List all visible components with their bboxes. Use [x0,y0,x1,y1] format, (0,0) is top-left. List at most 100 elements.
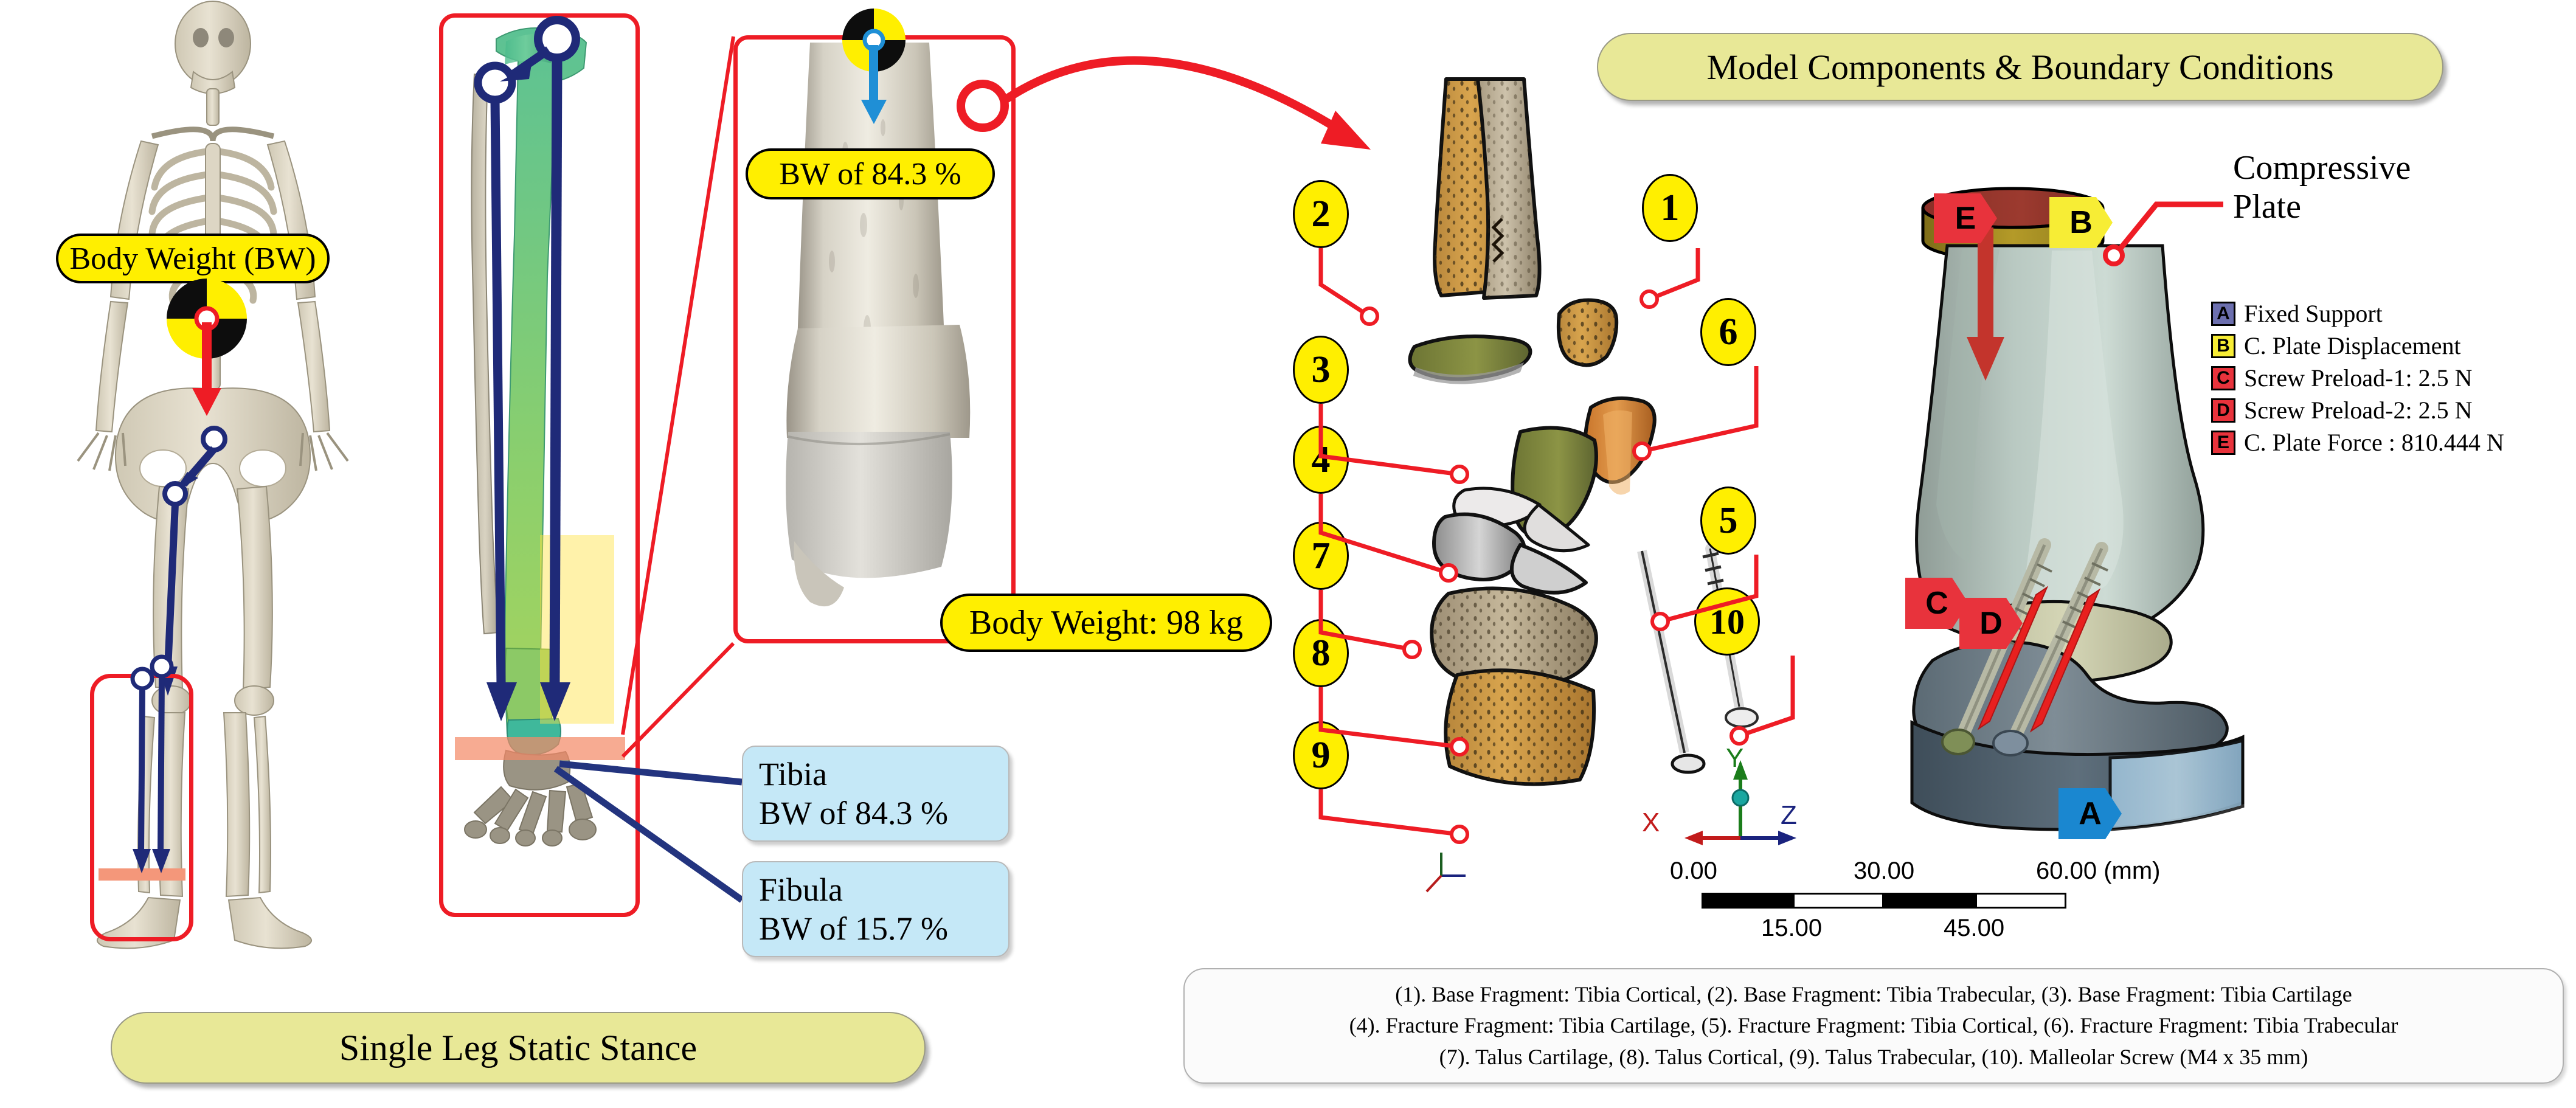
bw-symbol-distal-tibia [816,5,932,145]
callout-7-text: 7 [1311,535,1331,577]
legend-tag-B: B [2217,335,2230,356]
legend-swatch-B: B [2211,333,2235,358]
body-weight-label: Body Weight (BW) [56,234,330,283]
global-coordinate-triad [1666,754,1812,857]
compressive-plate-line2: Plate [2233,188,2301,226]
callout-9: 9 [1293,721,1349,789]
exploded-model-view [1338,77,1824,918]
scale-tick-15: 15.00 [1761,915,1822,942]
legend-label-E: C. Plate Force : 810.444 N [2244,429,2504,456]
legend-swatch-D: D [2211,398,2235,423]
legend-swatch-A: A [2211,301,2235,326]
roi-to-exploded-connector [949,24,1399,182]
compressive-force-arrow [1967,227,2004,381]
fibula-share-box: Fibula BW of 15.7 % [742,861,1009,957]
ankle-section-band-skeleton [99,868,185,881]
bc-tag-A-label: A [2058,788,2122,839]
axis-label-y-text: Y [1726,743,1744,773]
axis-label-x: X [1642,808,1660,838]
callout-8: 8 [1293,619,1349,687]
legend-row-A: A Fixed Support [2211,299,2504,328]
axis-label-z-text: Z [1781,800,1797,830]
left-panel-title-banner: Single Leg Static Stance [111,1012,926,1084]
callout-2-text: 2 [1311,193,1331,235]
bc-tag-E: E [1934,193,1997,243]
tibia-share-value: BW of 84.3 % [759,794,948,831]
callout-4-text: 4 [1311,438,1331,480]
scale-tick-30: 30.00 [1854,857,1914,885]
axis-label-y: Y [1726,743,1743,774]
compressive-plate-line1: Compressive [2233,149,2411,187]
scale-tick-60: 60.00 (mm) [2036,857,2161,885]
legend-row-C: C Screw Preload-1: 2.5 N [2211,364,2504,392]
bw-percent-pill-text: BW of 84.3 % [779,156,961,192]
scale-tick-15-text: 15.00 [1761,915,1823,941]
callout-3-text: 3 [1311,348,1331,390]
scale-tick-45: 45.00 [1944,915,2004,942]
legend-row-E: E C. Plate Force : 810.444 N [2211,428,2504,457]
callout-10: 10 [1694,587,1760,656]
bone-share-leader-lines [547,718,760,937]
legend-label-C: Screw Preload-1: 2.5 N [2244,364,2473,392]
scale-tick-45-text: 45.00 [1944,915,2005,941]
bc-tag-C: C [1905,578,1968,629]
axis-label-z: Z [1781,800,1797,831]
legend-swatch-E: E [2211,430,2235,455]
callout-10-text: 10 [1709,601,1745,642]
legend-tag-D: D [2217,400,2230,420]
callout-6-text: 6 [1719,311,1738,353]
component-list-line-1: (1). Base Fragment: Tibia Cortical, (2).… [1395,982,2352,1007]
bc-tag-D: D [1959,598,2023,649]
callout-8-text: 8 [1311,632,1331,674]
callout-6: 6 [1700,298,1756,366]
scale-tick-60-text: 60.00 (mm) [2036,857,2161,884]
bw-red-arrow [192,322,221,416]
callout-5: 5 [1700,486,1756,555]
bw-center-of-mass-symbol [151,275,272,469]
tibia-share-name: Tibia [759,756,828,792]
fibula-share-value: BW of 15.7 % [759,910,948,947]
right-panel-title-text: Model Components & Boundary Conditions [1706,47,2334,87]
legend-label-B: C. Plate Displacement [2244,332,2461,359]
boundary-conditions-legend: A Fixed Support B C. Plate Displacement … [2211,299,2504,460]
right-panel-title-banner: Model Components & Boundary Conditions [1597,33,2443,101]
body-weight-mass-pill: Body Weight: 98 kg [940,594,1272,652]
tibia-share-box: Tibia BW of 84.3 % [742,746,1009,842]
legend-label-A: Fixed Support [2244,300,2383,327]
left-panel-title-text: Single Leg Static Stance [339,1027,698,1068]
tibia-fibula-load-vectors [463,16,621,750]
ankle-section-band-tibia [455,737,625,760]
legend-row-D: D Screw Preload-2: 2.5 N [2211,396,2504,424]
callout-1-text: 1 [1660,187,1680,229]
legend-swatch-C: C [2211,365,2235,390]
legend-label-D: Screw Preload-2: 2.5 N [2244,396,2473,424]
bc-tag-E-label: E [1934,193,1997,243]
compressive-plate-leader [2086,182,2262,292]
legend-tag-A: A [2217,303,2230,324]
callout-4: 4 [1293,426,1349,494]
bc-tag-D-label: D [1959,598,2023,649]
component-list-box: (1). Base Fragment: Tibia Cortical, (2).… [1183,968,2564,1084]
callout-5-text: 5 [1719,499,1738,541]
scale-bar-seg-2 [1793,893,1884,909]
component-list-line-2: (4). Fracture Fragment: Tibia Cartilage,… [1349,1013,2398,1038]
scale-bar [1702,893,2066,909]
component-list-line-3: (7). Talus Cartilage, (8). Talus Cortica… [1439,1044,2308,1069]
skeleton-roi-vectors [109,654,219,888]
body-weight-label-text: Body Weight (BW) [69,241,316,276]
distal-tibia-ct-image [742,43,1007,636]
legend-tag-E: E [2217,432,2229,452]
callout-7: 7 [1293,522,1349,590]
callout-3: 3 [1293,336,1349,404]
legend-row-B: B C. Plate Displacement [2211,331,2504,360]
compressive-plate-label: Compressive Plate [2233,148,2549,227]
callout-9-text: 9 [1311,734,1331,776]
bc-tag-B: B [2049,197,2113,248]
fibula-share-name: Fibula [759,871,843,908]
scale-tick-0: 0.00 [1670,857,1717,885]
malleolar-screws [1637,544,1759,774]
bw-percent-pill: BW of 84.3 % [746,148,995,199]
scale-bar-seg-4 [1975,893,2066,909]
callout-1: 1 [1642,174,1698,242]
